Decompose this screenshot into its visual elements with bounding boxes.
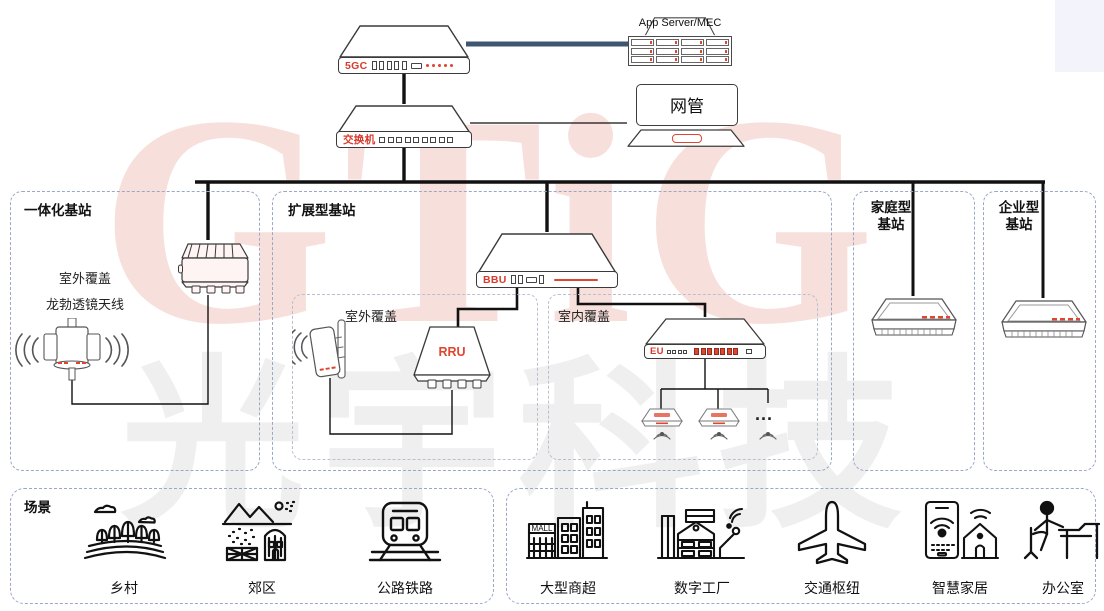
device-5gc[interactable]: 5GC <box>338 24 470 74</box>
airport-icon <box>797 500 867 565</box>
panel-integrated-title: 一体化基站 <box>24 203 92 218</box>
pico-cell-body <box>698 408 740 440</box>
scenario-transport-hub[interactable]: 交通枢纽 <box>778 500 886 598</box>
aau-body <box>178 243 249 294</box>
scenarios-title: 场景 <box>24 500 51 515</box>
bbu-label: BBU <box>483 273 507 286</box>
subpanel-outdoor-title: 室外覆盖 <box>345 309 398 324</box>
bbu-red-indicator <box>554 278 599 281</box>
panel-extended-base-station <box>272 191 832 471</box>
bbu-body <box>477 233 617 274</box>
scenario-label: 数字工厂 <box>674 580 730 596</box>
panel-enterprise-base-station <box>983 191 1096 471</box>
5gc-ports <box>371 61 407 70</box>
panel-scenarios-right <box>506 488 1096 604</box>
svg-text:MALL: MALL <box>532 524 553 533</box>
suburb-icon <box>221 500 296 562</box>
eu-label: EU <box>650 346 664 357</box>
pico-ellipsis: ... <box>755 404 774 424</box>
eu-red-ports <box>694 348 739 355</box>
pico-antenna-only <box>759 432 777 440</box>
nms-label: 网管 <box>669 97 704 117</box>
rack-row <box>631 56 729 63</box>
device-switch[interactable]: 交换机 <box>336 104 472 148</box>
panel-scenarios-left <box>10 488 494 604</box>
subpanel-indoor-title: 室内覆盖 <box>558 309 611 324</box>
switch-ports <box>379 136 454 143</box>
5gc-label: 5GC <box>345 59 368 72</box>
device-rru[interactable]: RRU <box>404 323 500 391</box>
subpanel-outdoor-coverage <box>292 294 538 460</box>
device-home-cpe[interactable] <box>868 296 960 338</box>
panel-home-base-station <box>853 191 975 471</box>
5gc-leds <box>425 64 453 67</box>
scenario-factory[interactable]: 数字工厂 <box>648 500 756 598</box>
panel-integrated-base-station <box>10 191 260 471</box>
app-server-label: App Server/MEC <box>638 17 722 29</box>
eu-small-ports <box>666 349 688 354</box>
panel-home-title: 家庭型 基站 <box>870 200 912 232</box>
device-pico-cell-more <box>754 417 784 443</box>
rru-label: RRU <box>438 345 465 359</box>
mall-icon: MALL <box>525 500 609 560</box>
office-icon <box>1023 500 1101 560</box>
scenario-village[interactable]: 乡村 <box>72 500 176 598</box>
rail-road-icon <box>368 501 442 562</box>
app-server-cap <box>644 17 716 36</box>
subpanel-indoor-coverage <box>548 294 818 460</box>
enterprise-cpe-body <box>1001 300 1087 338</box>
scenario-label: 交通枢纽 <box>804 580 860 596</box>
5gc-body <box>339 25 469 58</box>
scenario-label: 大型商超 <box>540 580 596 596</box>
switch-front-panel: 交换机 <box>336 131 472 148</box>
home-cpe-body <box>871 298 957 336</box>
scenario-office[interactable]: 办公室 <box>1022 500 1104 598</box>
rru-body: RRU <box>413 326 491 389</box>
factory-icon <box>656 507 746 560</box>
eu-aux-port <box>746 349 753 354</box>
integrated-note-outdoor: 室外覆盖 <box>58 271 111 286</box>
integrated-note-antenna: 龙勃透镜天线 <box>45 297 124 312</box>
panel-antenna-body <box>286 319 346 379</box>
scenario-label: 乡村 <box>110 580 138 596</box>
scenario-label: 智慧家居 <box>932 580 988 596</box>
device-enterprise-cpe[interactable] <box>998 298 1090 340</box>
device-luneburg-lens-antenna[interactable] <box>14 317 130 382</box>
scenario-railroad[interactable]: 公路铁路 <box>350 500 460 598</box>
eu-body <box>645 318 765 345</box>
bbu-ports <box>510 275 545 284</box>
scenario-mall[interactable]: MALL 大型商超 <box>514 500 622 598</box>
bbu-front-panel: BBU <box>476 271 618 288</box>
device-aau-integrated[interactable] <box>170 238 256 296</box>
laptop-trackpad <box>671 134 703 143</box>
device-bbu[interactable]: BBU <box>476 232 618 288</box>
switch-label: 交换机 <box>343 134 376 146</box>
village-icon <box>83 504 167 560</box>
device-eu[interactable]: EU <box>644 317 766 359</box>
scenario-label: 办公室 <box>1042 580 1084 596</box>
smart-home-icon <box>924 500 1000 560</box>
device-app-server-mec[interactable]: App Server/MEC <box>628 16 732 66</box>
scenario-label: 郊区 <box>248 580 276 596</box>
5gc-front-panel: 5GC <box>338 57 470 74</box>
scenario-smart-home[interactable]: 智慧家居 <box>906 500 1014 598</box>
5gc-wide-port <box>410 62 422 69</box>
device-pico-cell[interactable] <box>640 405 684 441</box>
panel-extended-title: 扩展型基站 <box>288 203 356 218</box>
panel-enterprise-title: 企业型 基站 <box>998 200 1040 232</box>
scenario-suburb[interactable]: 郊区 <box>210 498 314 598</box>
pico-cell-body <box>641 408 683 440</box>
rack-row <box>631 39 729 46</box>
app-server-rack <box>628 36 732 66</box>
device-nms-laptop[interactable]: 网管 <box>627 84 745 148</box>
scenario-label: 公路铁路 <box>377 580 433 596</box>
lens-antenna-body <box>15 317 129 381</box>
eu-front-panel: EU <box>644 344 766 359</box>
rack-row <box>631 47 729 55</box>
device-panel-antenna[interactable] <box>286 318 360 382</box>
device-pico-cell[interactable] <box>697 405 741 441</box>
laptop-screen: 网管 <box>636 84 738 126</box>
